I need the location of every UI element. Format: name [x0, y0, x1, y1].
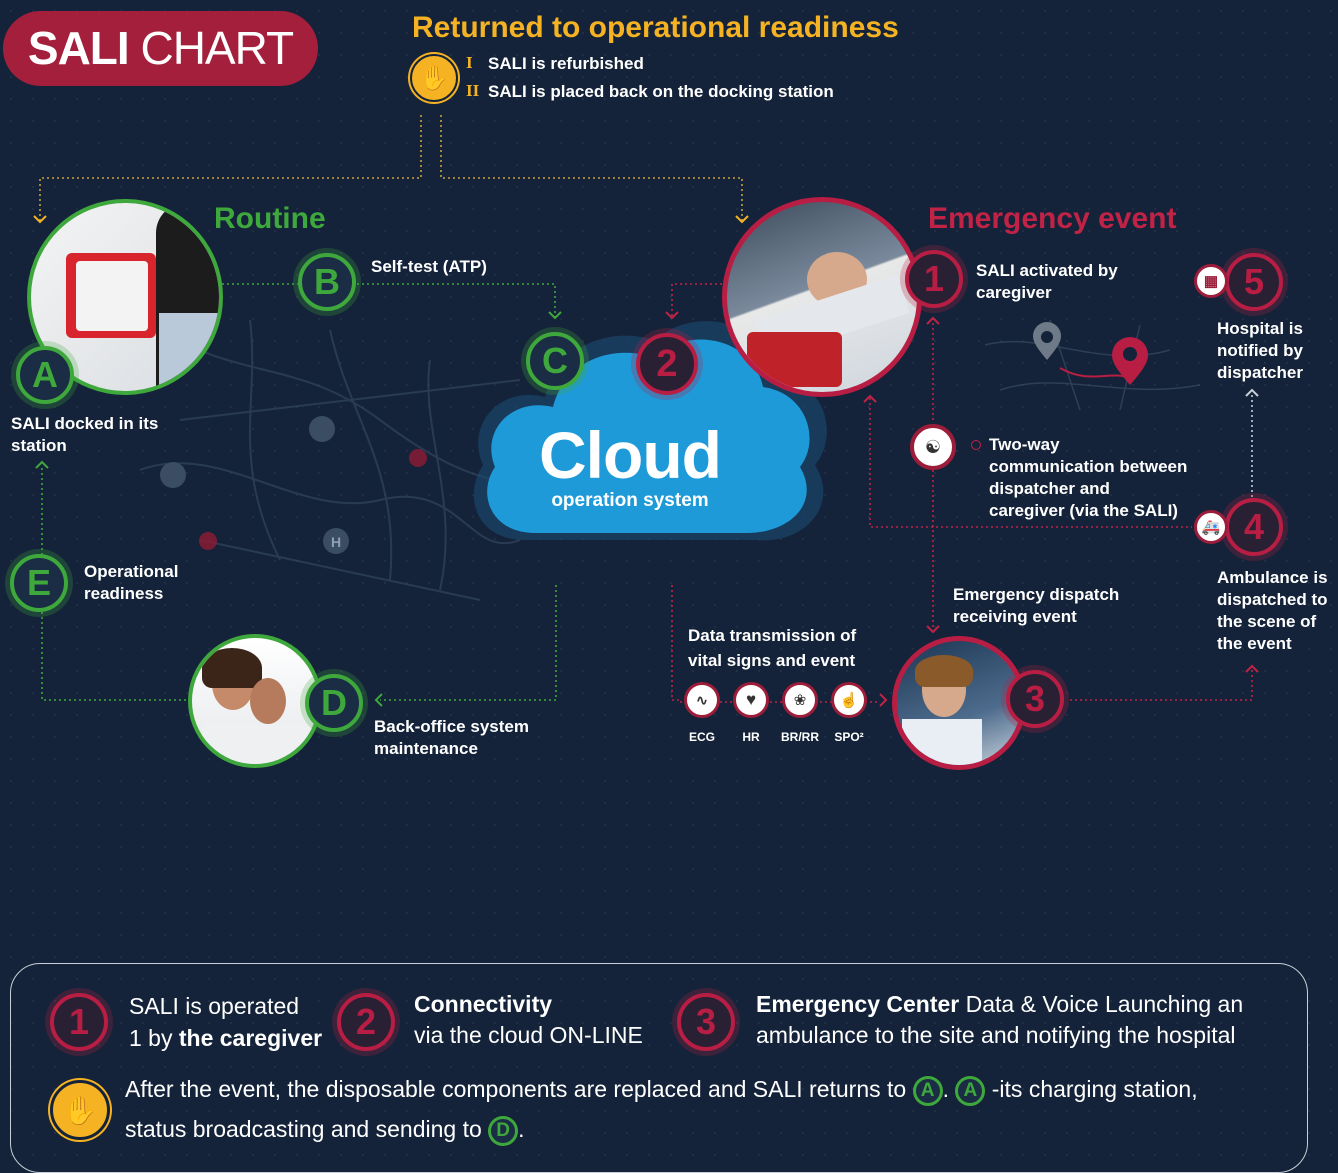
- step-1-badge: 1: [905, 250, 963, 308]
- returned-num-2: II: [466, 81, 480, 100]
- legend-item-1-line2: 1 by the caregiver: [129, 1025, 323, 1051]
- emergency-heading: Emergency event: [928, 202, 1177, 235]
- step-B-badge: B: [298, 253, 356, 311]
- step-4-badge: 4: [1225, 498, 1283, 556]
- heart-icon: ♥: [733, 682, 769, 718]
- cloud-title: Cloud: [539, 418, 722, 492]
- bullet-icon: [971, 440, 981, 450]
- vital-label-ecg: ECG: [688, 730, 715, 744]
- returned-heading: Returned to operational readiness: [412, 11, 899, 44]
- step-A-badge: A: [16, 346, 74, 404]
- lungs-icon: ❀: [782, 682, 818, 718]
- hospital-icon: ▦: [1194, 264, 1228, 298]
- step-1-text: SALI activated by caregiver: [976, 261, 1118, 302]
- returned-item-2: SALI is placed back on the docking stati…: [488, 82, 834, 101]
- step-4-text: Ambulance is dispatched to the scene of …: [1217, 568, 1328, 653]
- finger-touch-icon: ☝: [831, 682, 867, 718]
- legend-note-line2: status broadcasting and sending to D.: [125, 1113, 525, 1146]
- step-3-text: Emergency dispatch receiving event: [953, 585, 1120, 626]
- legend-item-3-line1: Emergency Center Data & Voice Launching …: [756, 991, 1244, 1017]
- ambulance-icon: 🚑: [1194, 510, 1228, 544]
- cloud-subtitle: operation system: [551, 490, 709, 511]
- step-C-badge: C: [526, 332, 584, 390]
- step-A-text: SALI docked in its station: [11, 414, 159, 455]
- step-E-text: Operational readiness: [84, 562, 179, 603]
- returned-item-1: SALI is refurbished: [488, 54, 644, 73]
- returned-num-1: I: [466, 53, 473, 72]
- legend-item-2-line2: via the cloud ON-LINE: [414, 1022, 643, 1048]
- legend-item-1-line1: SALI is operated: [129, 993, 300, 1019]
- legend-item-3-line2: ambulance to the site and notifying the …: [756, 1022, 1236, 1048]
- communication-icon: ☯: [910, 424, 956, 470]
- two-way-text: Two-way communication between dispatcher…: [989, 435, 1188, 520]
- legend-step-2-badge: 2: [337, 993, 395, 1051]
- step-D-text: Back-office system maintenance: [374, 717, 529, 758]
- svg-text:H: H: [331, 534, 341, 550]
- mini-badge-D: D: [488, 1115, 519, 1146]
- legend-step-3-badge: 3: [677, 993, 735, 1051]
- legend-note-line1: After the event, the disposable componen…: [125, 1073, 1295, 1106]
- legend-hand-icon: ✋: [50, 1080, 110, 1140]
- step-3-badge: 3: [1006, 670, 1064, 728]
- emergency-patient-photo: [722, 197, 922, 397]
- ecg-icon: ∿: [684, 682, 720, 718]
- step-B-text: Self-test (ATP): [371, 257, 487, 276]
- vital-label-spo: SPO²: [834, 730, 864, 744]
- vitals-caption: Data transmission of vital signs and eve…: [688, 626, 857, 670]
- dispatcher-photo: [892, 636, 1026, 770]
- step-2-badge: 2: [636, 333, 698, 395]
- step-5-text: Hospital is notified by dispatcher: [1217, 319, 1303, 382]
- step-E-badge: E: [10, 554, 68, 612]
- mini-badge-A: A: [912, 1075, 943, 1106]
- mini-badge-A-2: A: [955, 1075, 986, 1106]
- step-5-badge: 5: [1225, 253, 1283, 311]
- routine-heading: Routine: [214, 202, 326, 235]
- call-center-photo: [188, 634, 322, 768]
- vital-label-br: BR/RR: [781, 730, 819, 744]
- legend-item-2-bold: Connectivity: [414, 991, 553, 1017]
- vital-label-hr: HR: [742, 730, 760, 744]
- step-D-badge: D: [305, 674, 363, 732]
- legend-step-1-badge: 1: [50, 993, 108, 1051]
- chart-title: SALI CHART: [3, 11, 318, 86]
- hand-icon: ✋: [410, 54, 458, 102]
